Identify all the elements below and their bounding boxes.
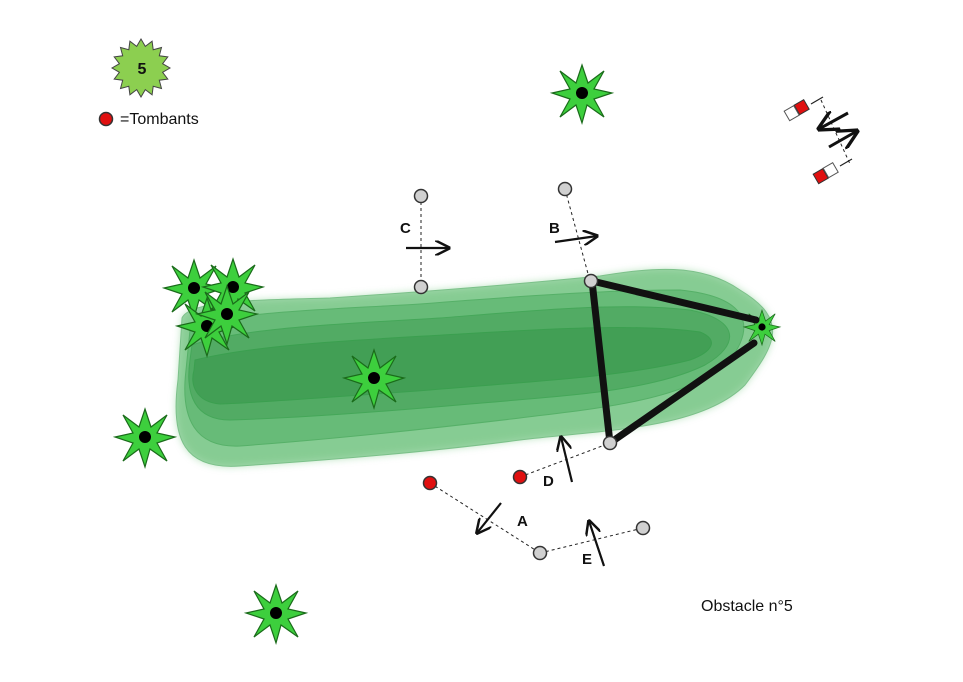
triangle-frame [588,277,760,447]
flag-marker-icon [783,96,857,185]
tree-icon [551,64,613,124]
gate-label-c: C [400,220,411,237]
arrow-icon [477,502,502,533]
buoy-icon [583,273,599,289]
arrow-icon [589,521,606,567]
buoy-icon [635,520,651,536]
tree-icon [343,349,405,409]
buoy-icon [557,181,573,197]
gate-lines [420,188,644,554]
shoal-area [175,268,773,467]
buoy-icon [413,279,429,295]
legend: =Tombants [98,111,199,128]
red-buoy-icon [512,469,528,485]
red-buoy-icon [98,111,114,127]
legend-text: =Tombants [120,111,199,128]
tree-icon [245,584,307,644]
gate-label-d: D [543,473,554,490]
buoys [413,181,651,561]
buoy-icon [413,188,429,204]
buoy-icon [602,435,618,451]
arrow-icon [561,437,574,483]
gate-label-a: A [517,513,528,530]
tree-icon [114,408,176,468]
gate-label-b: B [549,220,560,237]
gate-label-e: E [582,551,592,568]
arrow-icon [554,236,597,242]
red-buoy-icon [422,475,438,491]
buoy-icon [532,545,548,561]
direction-arrows [406,236,606,567]
caption: Obstacle n°5 [701,598,793,615]
tree-icon [196,285,258,345]
starburst-badge-icon: 5 [111,38,171,98]
badge-number: 5 [138,61,147,78]
